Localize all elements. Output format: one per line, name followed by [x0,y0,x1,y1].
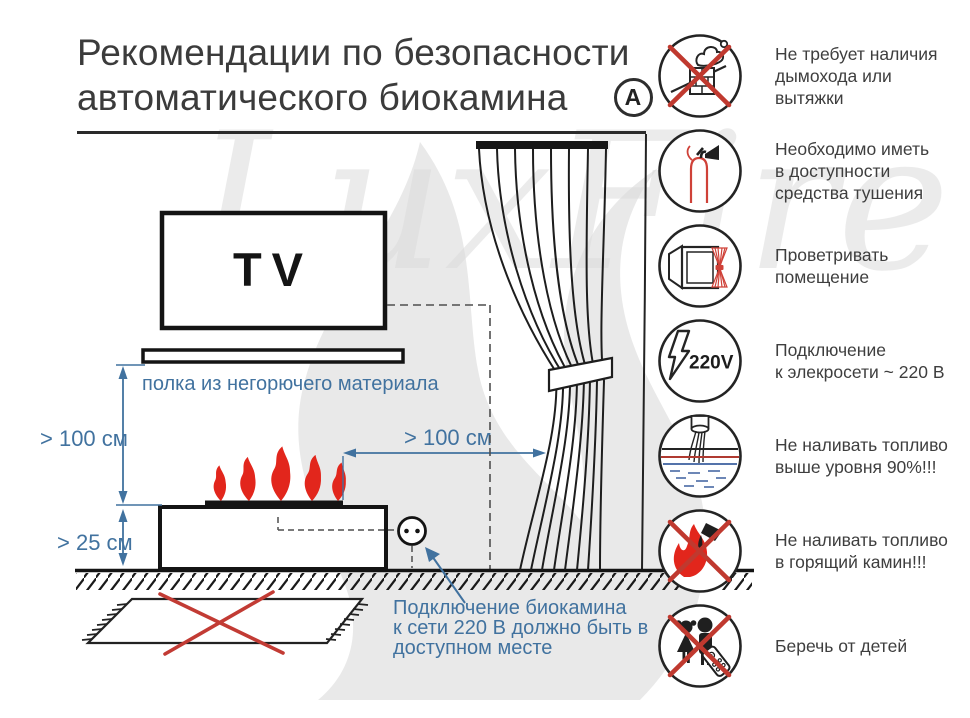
rule-text: Не наливать топливо в горящий камин!!! [775,530,948,572]
note-arrow [431,555,466,604]
dim-left-bottom-label: > 25 см [57,530,133,555]
page-title: Рекомендации по безопасности автоматичес… [77,30,653,120]
keep-away-children-icon [658,604,742,688]
rule-text: Проветривать помещение [775,245,889,287]
tv-reference-dashes [387,304,491,569]
rule-power: 220V Подключение к элекросети ~ 220 В [656,317,964,405]
outlet-dashes [277,517,413,568]
rule-fuel-level: Не наливать топливо выше уровня 90%!!! [656,412,964,500]
dim-left-top-label: > 100 см [40,426,128,451]
dim-horizontal-label: > 100 см [404,425,492,450]
rule-ventilate: Проветривать помещение [656,222,964,310]
svg-text:Подключение биокамина: Подключение биокамина [393,597,627,619]
title-line-2: автоматического биокамина A [77,75,653,120]
rule-no-chimney: Не требует наличия дымохода или вытяжки [656,32,964,120]
curtain [476,141,614,571]
svg-text:доступном месте: доступном месте [393,637,552,659]
flame-watermark [298,142,706,700]
a-badge: A [613,78,653,117]
title-line-2-text: автоматического биокамина [77,77,568,118]
fuel-level-icon [658,414,742,498]
title-line-1: Рекомендации по безопасности [77,32,630,73]
dimension-to-curtain [342,448,546,500]
carpet-cross-icon [158,590,285,656]
rule-text: Необходимо иметь в доступности средства … [775,139,930,203]
ventilate-room-icon [658,224,742,308]
power-outlet [397,516,427,546]
power-220v-icon: 220V [658,319,742,403]
rule-no-refill: Не наливать топливо в горящий камин!!! [656,507,964,595]
shelf [141,348,405,364]
dimension-floor-to-box [118,509,128,566]
curtain-tie [547,356,614,393]
rule-children: Беречь от детей [656,602,964,690]
rule-text: Беречь от детей [775,636,908,656]
outlet-pin-left [404,528,409,534]
rule-text: Не требует наличия дымохода или вытяжки [775,44,938,108]
rule-text: Не наливать топливо выше уровня 90%!!! [775,435,948,477]
tv-label: TV [233,243,313,296]
tv [159,210,388,331]
power-icon-label: 220V [689,353,734,374]
flames [213,446,346,501]
fireplace-box [158,505,388,571]
wall-edge-line [641,133,647,571]
outlet-pin-right [415,528,420,534]
safety-rules-column: Не требует наличия дымохода или вытяжки … [656,32,964,697]
no-refill-burning-icon [658,509,742,593]
shelf-label: полка из негорючего материала [142,373,439,395]
rule-extinguisher: Необходимо иметь в доступности средства … [656,127,964,215]
note-arrowhead [425,547,440,562]
floor-hatching [76,573,752,590]
no-chimney-icon [658,34,742,118]
fire-extinguisher-icon [658,129,742,213]
dimension-shelf-to-burner [116,364,162,506]
rule-text: Подключение к элекросети ~ 220 В [775,340,945,382]
outlet-note: Подключение биокамина к сети 220 В должн… [393,597,648,659]
svg-text:к сети 220 В должно быть в: к сети 220 В должно быть в [393,617,648,639]
